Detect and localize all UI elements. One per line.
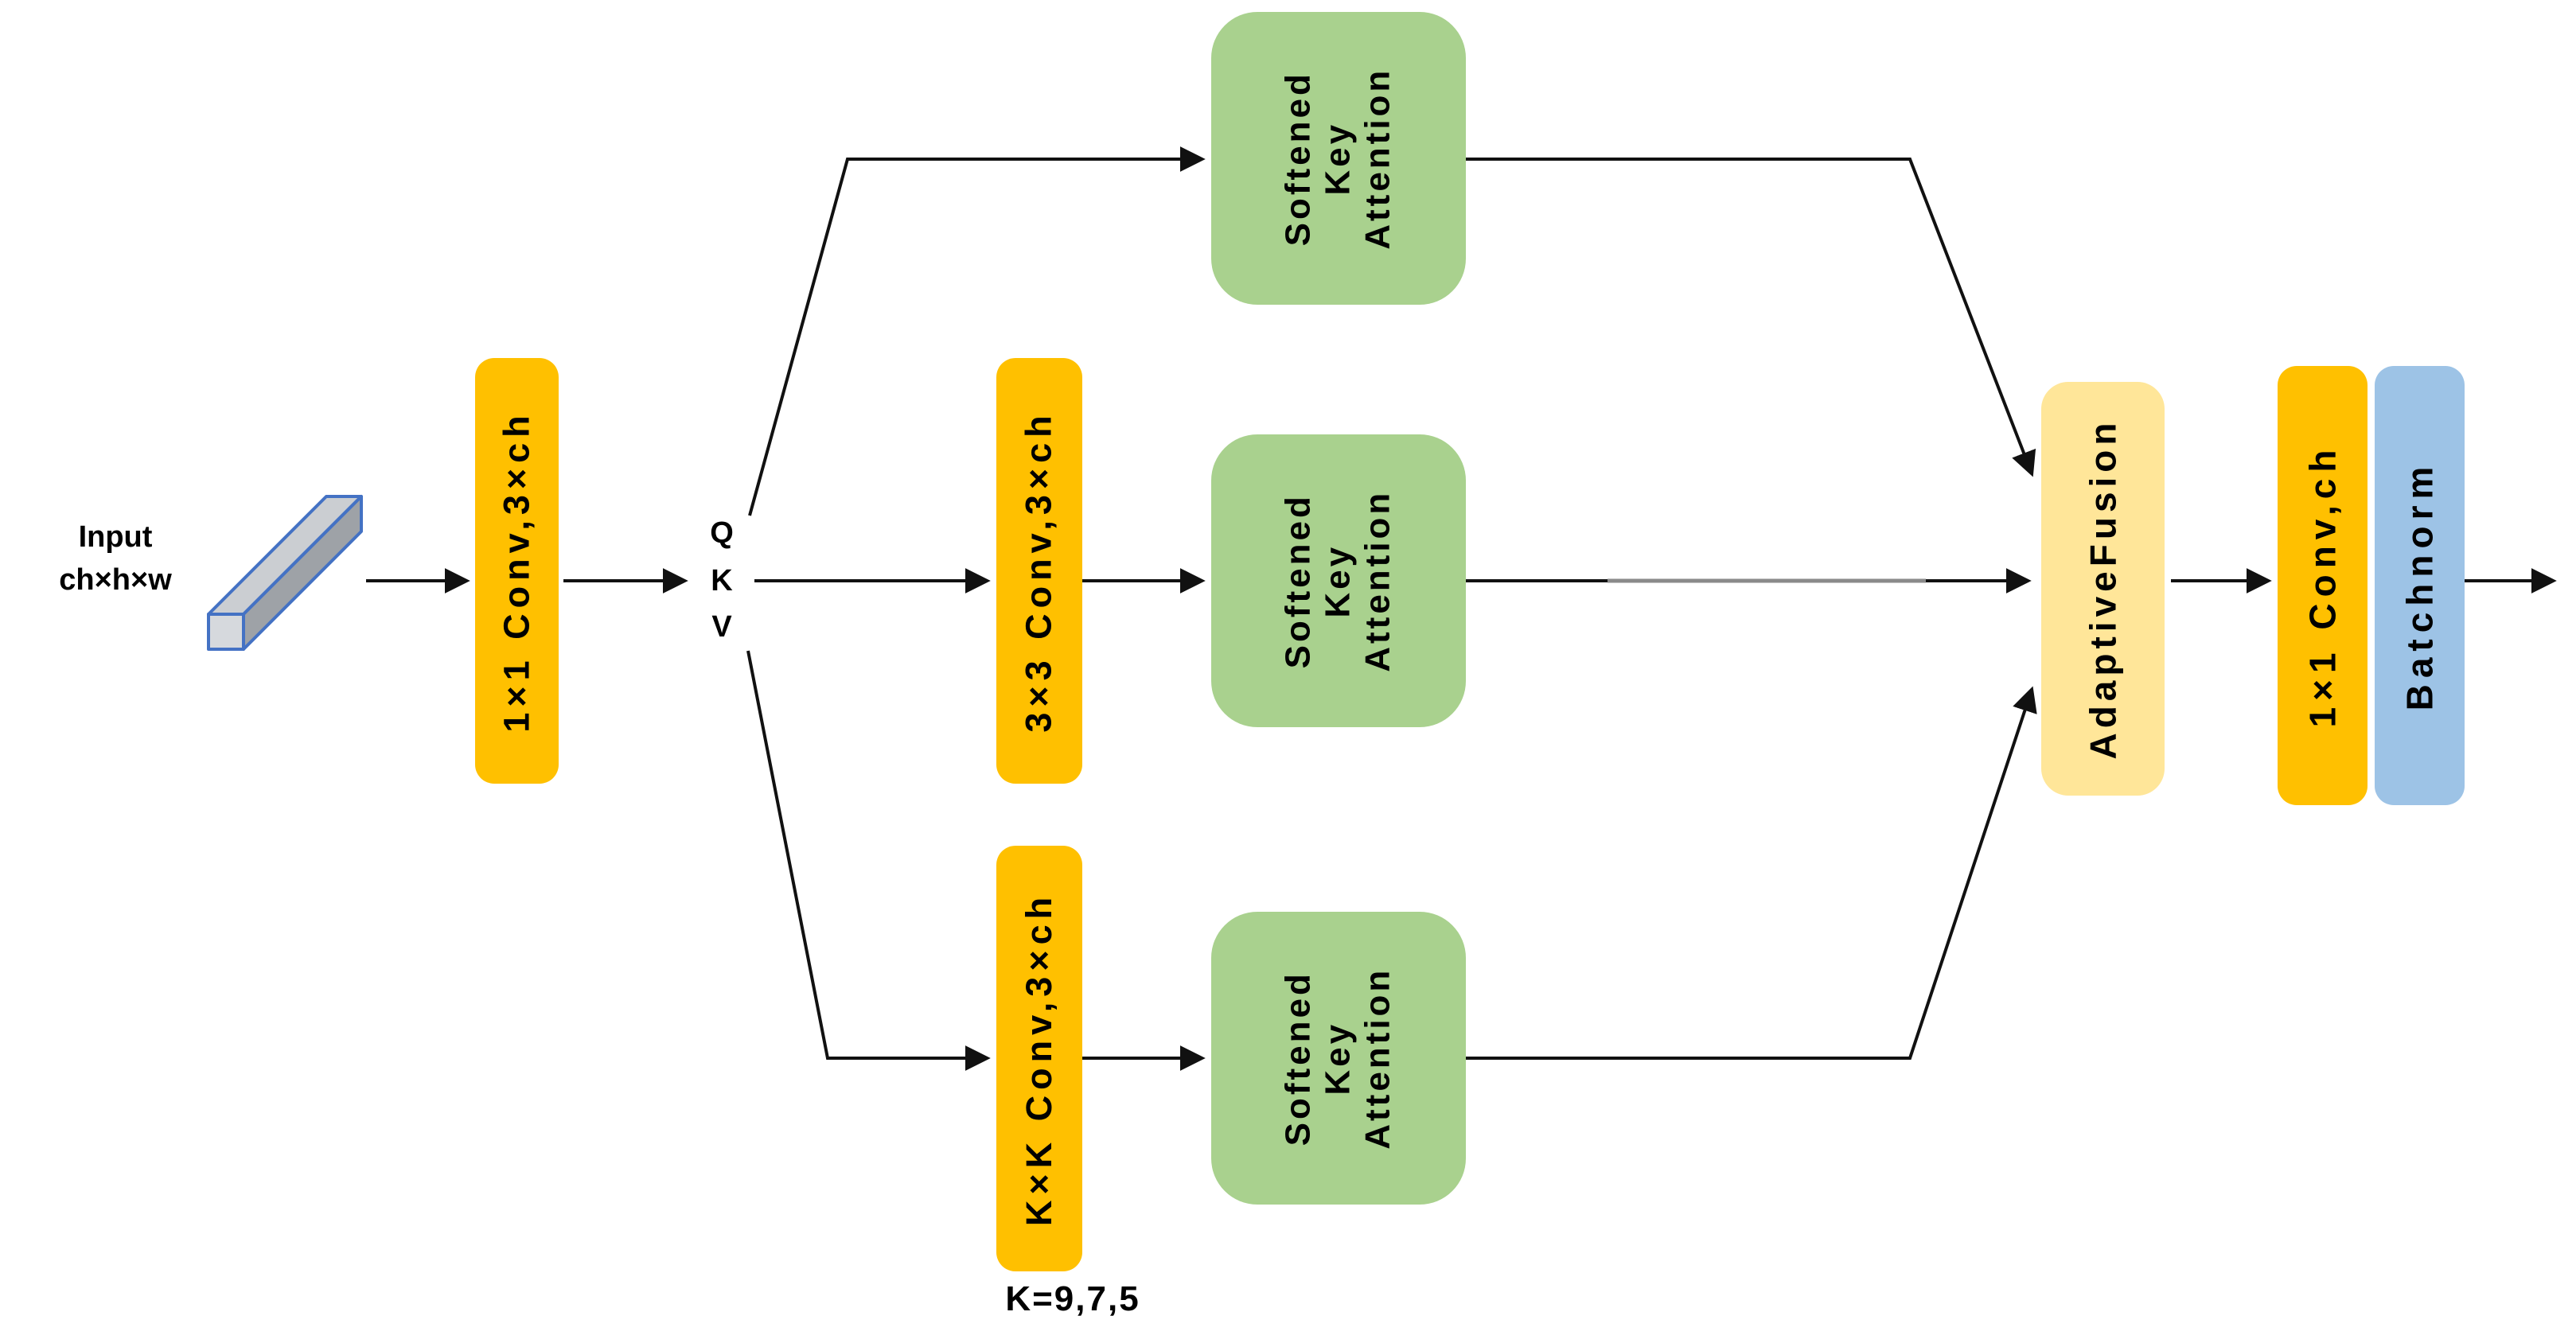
conv-1x1-expand-block: 1×1 Conv,3×ch: [475, 358, 559, 784]
value-label: V: [711, 610, 732, 644]
conv-kxk-label: K×K Conv,3×ch: [1019, 891, 1060, 1226]
attention-word-softened: Softened: [1278, 970, 1318, 1146]
attention-word-attention: Attention: [1358, 489, 1398, 672]
arrow-top-attention-to-fusion: [1466, 158, 2036, 477]
attention-word-softened: Softened: [1278, 492, 1318, 669]
attention-word-softened: Softened: [1278, 70, 1318, 247]
arrow-q-to-top-attention: [748, 146, 1206, 516]
attention-word-attention: Attention: [1358, 67, 1398, 250]
input-tensor-icon: [207, 495, 363, 651]
batchnorm-block: Batchnorm: [2375, 366, 2465, 805]
attention-word-key: Key: [1318, 121, 1358, 196]
softened-key-attention-mid-label: Softened Key Attention: [1279, 489, 1398, 671]
softened-key-attention-bottom-block: Softened Key Attention: [1211, 912, 1466, 1205]
softened-key-attention-bottom-label: Softened Key Attention: [1279, 967, 1398, 1149]
conv-1x1-expand-label: 1×1 Conv,3×ch: [496, 409, 537, 733]
adaptive-fusion-block: AdaptiveFusion: [2041, 382, 2165, 796]
conv-3x3-label: 3×3 Conv,3×ch: [1019, 409, 1060, 733]
softened-key-attention-mid-block: Softened Key Attention: [1211, 434, 1466, 727]
conv-1x1-out-block: 1×1 Conv,ch: [2278, 366, 2368, 805]
attention-word-key: Key: [1318, 543, 1358, 618]
conv-kxk-block: K×K Conv,3×ch: [996, 846, 1082, 1271]
input-shape-label: ch×h×w: [59, 563, 172, 597]
batchnorm-label: Batchnorm: [2399, 460, 2441, 711]
attention-word-key: Key: [1318, 1021, 1358, 1096]
arrow-v-to-convkxk: [746, 650, 991, 1071]
softened-key-attention-top-label: Softened Key Attention: [1279, 67, 1398, 249]
input-label: Input ch×h×w: [16, 516, 215, 601]
input-label-line1: Input: [78, 520, 153, 554]
conv-3x3-block: 3×3 Conv,3×ch: [996, 358, 1082, 784]
arrow-bottom-attention-to-fusion: [1466, 686, 2037, 1060]
attention-word-attention: Attention: [1358, 967, 1398, 1150]
softened-key-attention-top-block: Softened Key Attention: [1211, 12, 1466, 305]
adaptive-fusion-label: AdaptiveFusion: [2082, 418, 2124, 760]
kernel-sizes-note: K=9,7,5: [1005, 1279, 1140, 1318]
query-label: Q: [710, 516, 734, 550]
key-label: K: [711, 564, 733, 597]
conv-1x1-out-label: 1×1 Conv,ch: [2301, 443, 2344, 728]
